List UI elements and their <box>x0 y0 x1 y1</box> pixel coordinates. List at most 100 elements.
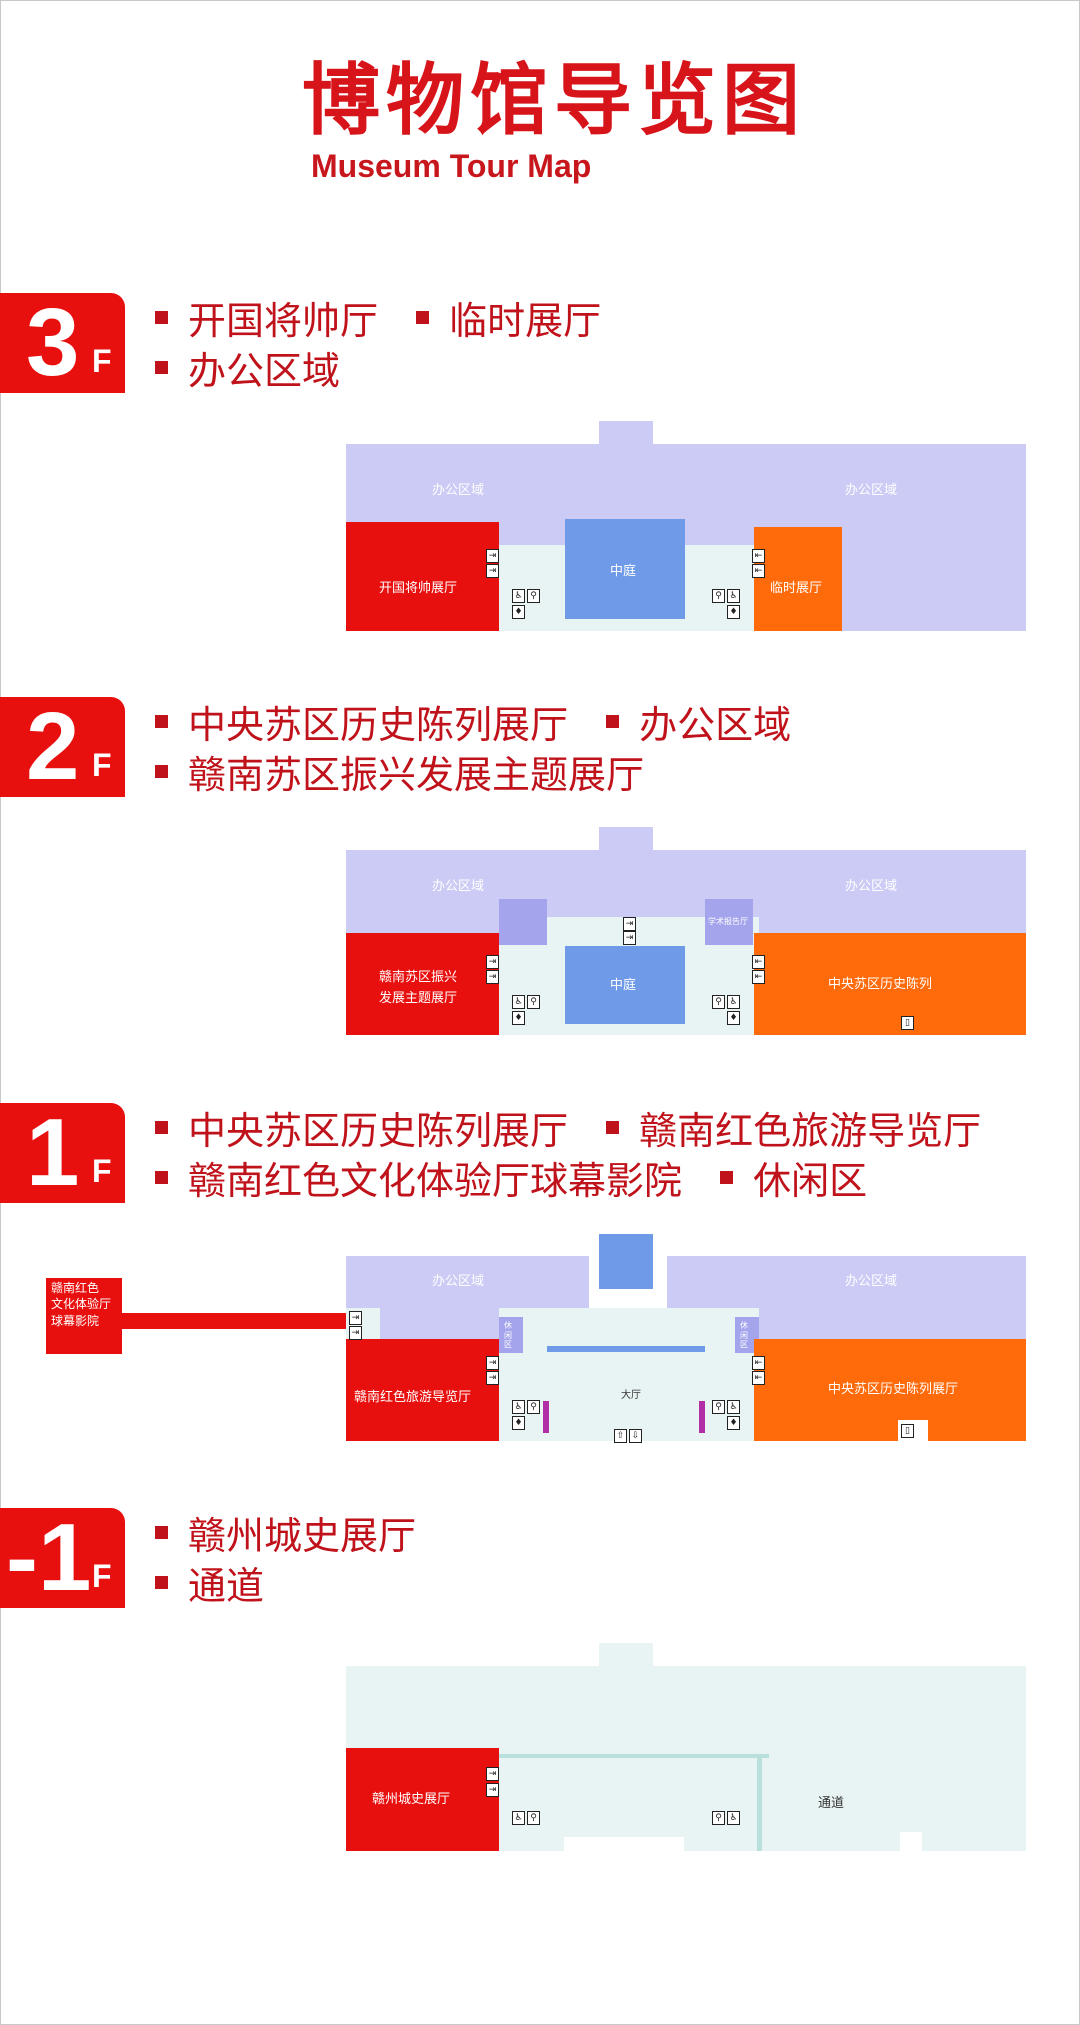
info-panel-left <box>543 1401 549 1433</box>
legend-item: 休闲区 <box>720 1162 867 1200</box>
hall-left-label-1: 赣南苏区振兴 <box>379 970 458 985</box>
toilet-icon: ⚲ <box>527 1400 540 1414</box>
restroom-icon: ♿ <box>727 1400 740 1414</box>
hall-left <box>346 933 499 1035</box>
atrium <box>565 519 685 619</box>
office-label-right: 办公区域 <box>845 483 898 498</box>
legend-line-1f-1: 中央苏区历史陈列展厅 赣南红色旅游导览厅 <box>155 1112 1007 1150</box>
legend-line-1f-2: 赣南红色文化体验厅球幕影院 休闲区 <box>155 1162 893 1200</box>
exit-icon: ⇥ <box>486 1356 499 1370</box>
legend-item: 办公区域 <box>606 706 791 744</box>
atrium-label: 中庭 <box>610 978 637 993</box>
restroom-icon: ♿ <box>727 995 740 1009</box>
legend-item: 赣南红色文化体验厅球幕影院 <box>155 1162 682 1200</box>
exit-icon: ⇥ <box>486 1767 499 1781</box>
toilet-icon: ⚲ <box>712 1811 725 1825</box>
exit-icon: ⇥ <box>623 917 636 931</box>
restroom-icon: ♦ <box>727 1011 740 1025</box>
office-label-left: 办公区域 <box>432 483 485 498</box>
restroom-icon: ♿ <box>512 995 525 1009</box>
exit-icon: ⇥ <box>623 931 636 945</box>
exit-icon: ⇤ <box>752 549 765 563</box>
toilet-icon: ⚲ <box>527 995 540 1009</box>
legend-item: 临时展厅 <box>416 302 601 340</box>
hall-left-label: 赣州城史展厅 <box>372 1792 451 1807</box>
legend-item: 中央苏区历史陈列展厅 <box>155 1112 568 1150</box>
floor-badge-3f: 3 F <box>0 293 125 393</box>
hall-right-label: 临时展厅 <box>770 581 823 596</box>
restroom-icon: ♦ <box>512 1011 525 1025</box>
stair-room <box>499 899 547 945</box>
restroom-icon: ♦ <box>512 1416 525 1430</box>
exit-icon: ⇥ <box>486 549 499 563</box>
legend-item: 办公区域 <box>155 352 340 390</box>
lecture-room <box>705 899 753 945</box>
cutout-bottom <box>564 1837 684 1851</box>
title-english: Museum Tour Map <box>311 148 592 184</box>
legend-item: 中央苏区历史陈列展厅 <box>155 706 568 744</box>
title-chinese: 博物馆导览图 <box>302 56 807 146</box>
restroom-icon: ♿ <box>727 1811 740 1825</box>
legend-item: 开国将帅厅 <box>155 302 378 340</box>
passage-line-h <box>499 1754 769 1758</box>
office-label-left: 办公区域 <box>432 1274 485 1289</box>
exit-icon: ⇤ <box>752 955 765 969</box>
exit-icon: ⇤ <box>752 1356 765 1370</box>
legend-item: 赣州城史展厅 <box>155 1517 416 1555</box>
office-label-left: 办公区域 <box>432 879 485 894</box>
external-dome-cinema <box>46 1278 122 1354</box>
hall-right <box>754 933 1026 1035</box>
lecture-room-label: 学术报告厅 <box>708 917 748 926</box>
legend-line-2f-1: 中央苏区历史陈列展厅 办公区域 <box>155 706 817 744</box>
lobby-label: 大厅 <box>621 1390 641 1401</box>
entrance-block <box>599 1234 653 1289</box>
atrium <box>565 946 685 1024</box>
exit-icon: ⇤ <box>752 1371 765 1385</box>
info-panel-right <box>699 1401 705 1433</box>
floor-plan-1f: 办公区域 办公区域 赣南红色旅游导览厅 大厅 中央苏区历史陈列展厅 休闲区 休闲… <box>346 1234 1026 1443</box>
elevator-icon: ▯ <box>901 1016 914 1030</box>
rest-zone-right-label: 休闲区 <box>740 1321 748 1350</box>
hall-left <box>346 522 499 631</box>
restroom-icon: ♦ <box>727 1416 740 1430</box>
floor-suffix: F <box>92 1558 112 1594</box>
top-tab <box>599 421 653 445</box>
entrance-icon: ⇧ <box>614 1429 627 1443</box>
restroom-icon: ♿ <box>512 589 525 603</box>
entrance-icon: ⇩ <box>629 1429 642 1443</box>
exit-icon: ⇥ <box>486 1371 499 1385</box>
office-label-right: 办公区域 <box>845 1274 898 1289</box>
floor-suffix: F <box>92 343 112 379</box>
floor-badge-1f: 1 F <box>0 1103 125 1203</box>
floor-number: 1 <box>26 1099 80 1206</box>
restroom-icon: ♦ <box>512 605 525 619</box>
floor-badge-2f: 2 F <box>0 697 125 797</box>
hall-left <box>346 1339 499 1441</box>
hall-left <box>346 1748 499 1851</box>
floor-suffix: F <box>92 747 112 783</box>
lobby <box>499 1308 759 1441</box>
floor-number: -1 <box>6 1504 92 1611</box>
office-label-right: 办公区域 <box>845 879 898 894</box>
hall-right <box>754 1339 1026 1441</box>
toilet-icon: ⚲ <box>712 589 725 603</box>
exit-icon: ⇥ <box>486 970 499 984</box>
connector-walkway <box>122 1313 346 1329</box>
atrium-label: 中庭 <box>610 564 637 579</box>
external-label-3: 球幕影院 <box>51 1314 100 1328</box>
hall-right-label: 中央苏区历史陈列展厅 <box>828 1382 959 1397</box>
restroom-icon: ♿ <box>512 1811 525 1825</box>
hall-left-label-2: 发展主题展厅 <box>379 991 458 1006</box>
external-label-1: 赣南红色 <box>51 1281 100 1295</box>
legend-item: 赣南苏区振兴发展主题展厅 <box>155 756 644 794</box>
floor-badge-b1f: -1 F <box>0 1508 125 1608</box>
restroom-icon: ♿ <box>512 1400 525 1414</box>
legend-item: 赣南红色旅游导览厅 <box>606 1112 981 1150</box>
rest-zone-left-label: 休闲区 <box>504 1321 512 1350</box>
restroom-icon: ♦ <box>727 605 740 619</box>
hall-right <box>754 527 842 631</box>
toilet-icon: ⚲ <box>712 995 725 1009</box>
exit-icon: ⇥ <box>349 1311 362 1325</box>
top-tab <box>599 1643 653 1667</box>
legend-line-3f-2: 办公区域 <box>155 352 366 390</box>
